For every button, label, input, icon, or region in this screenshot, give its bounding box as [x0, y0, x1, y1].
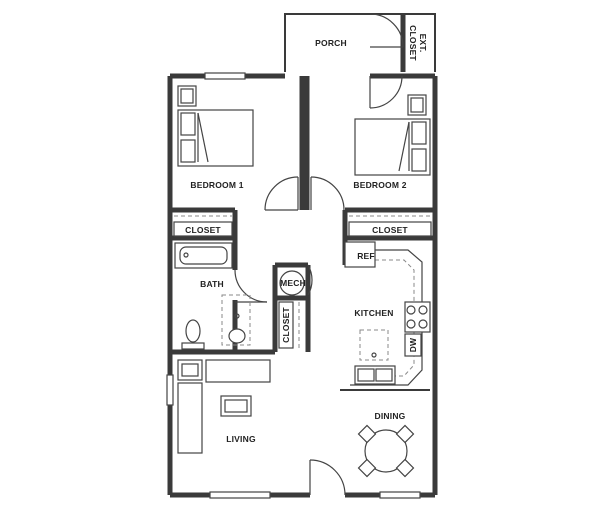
- label-closet-hall: CLOSET: [281, 307, 291, 343]
- label-bedroom-1: BEDROOM 1: [190, 180, 243, 190]
- bedroom2-furniture: [354, 94, 431, 176]
- label-dining: DINING: [375, 411, 406, 421]
- label-ref: REF: [357, 251, 375, 261]
- label-dw: DW: [408, 337, 418, 352]
- hall-closet: [278, 301, 300, 349]
- label-ext-closet-line2: CLOSET: [408, 25, 418, 61]
- bedroom1-furniture: [177, 85, 254, 167]
- bath-fixtures: [174, 242, 251, 350]
- label-ext-closet-line1: EXT.: [418, 34, 428, 53]
- label-ext-closet: EXT. CLOSET: [408, 25, 428, 61]
- mech-unit: [279, 270, 305, 296]
- label-kitchen: KITCHEN: [354, 308, 393, 318]
- label-bedroom-2: BEDROOM 2: [353, 180, 406, 190]
- living-furniture: [177, 359, 271, 454]
- label-porch: PORCH: [315, 38, 347, 48]
- label-closet-bedroom-2: CLOSET: [372, 225, 408, 235]
- bedroom-doors: [234, 176, 345, 303]
- closet-rods: [173, 215, 432, 237]
- dining-table: [357, 424, 415, 478]
- label-mech: MECH: [280, 278, 306, 288]
- exterior-walls: [166, 72, 438, 499]
- label-living: LIVING: [226, 434, 256, 444]
- porch: [284, 13, 436, 72]
- label-closet-bedroom-1: CLOSET: [185, 225, 221, 235]
- interior-walls: [170, 76, 435, 355]
- entry-door: [309, 75, 403, 496]
- label-bath: BATH: [200, 279, 224, 289]
- kitchen-fixtures: [340, 241, 431, 391]
